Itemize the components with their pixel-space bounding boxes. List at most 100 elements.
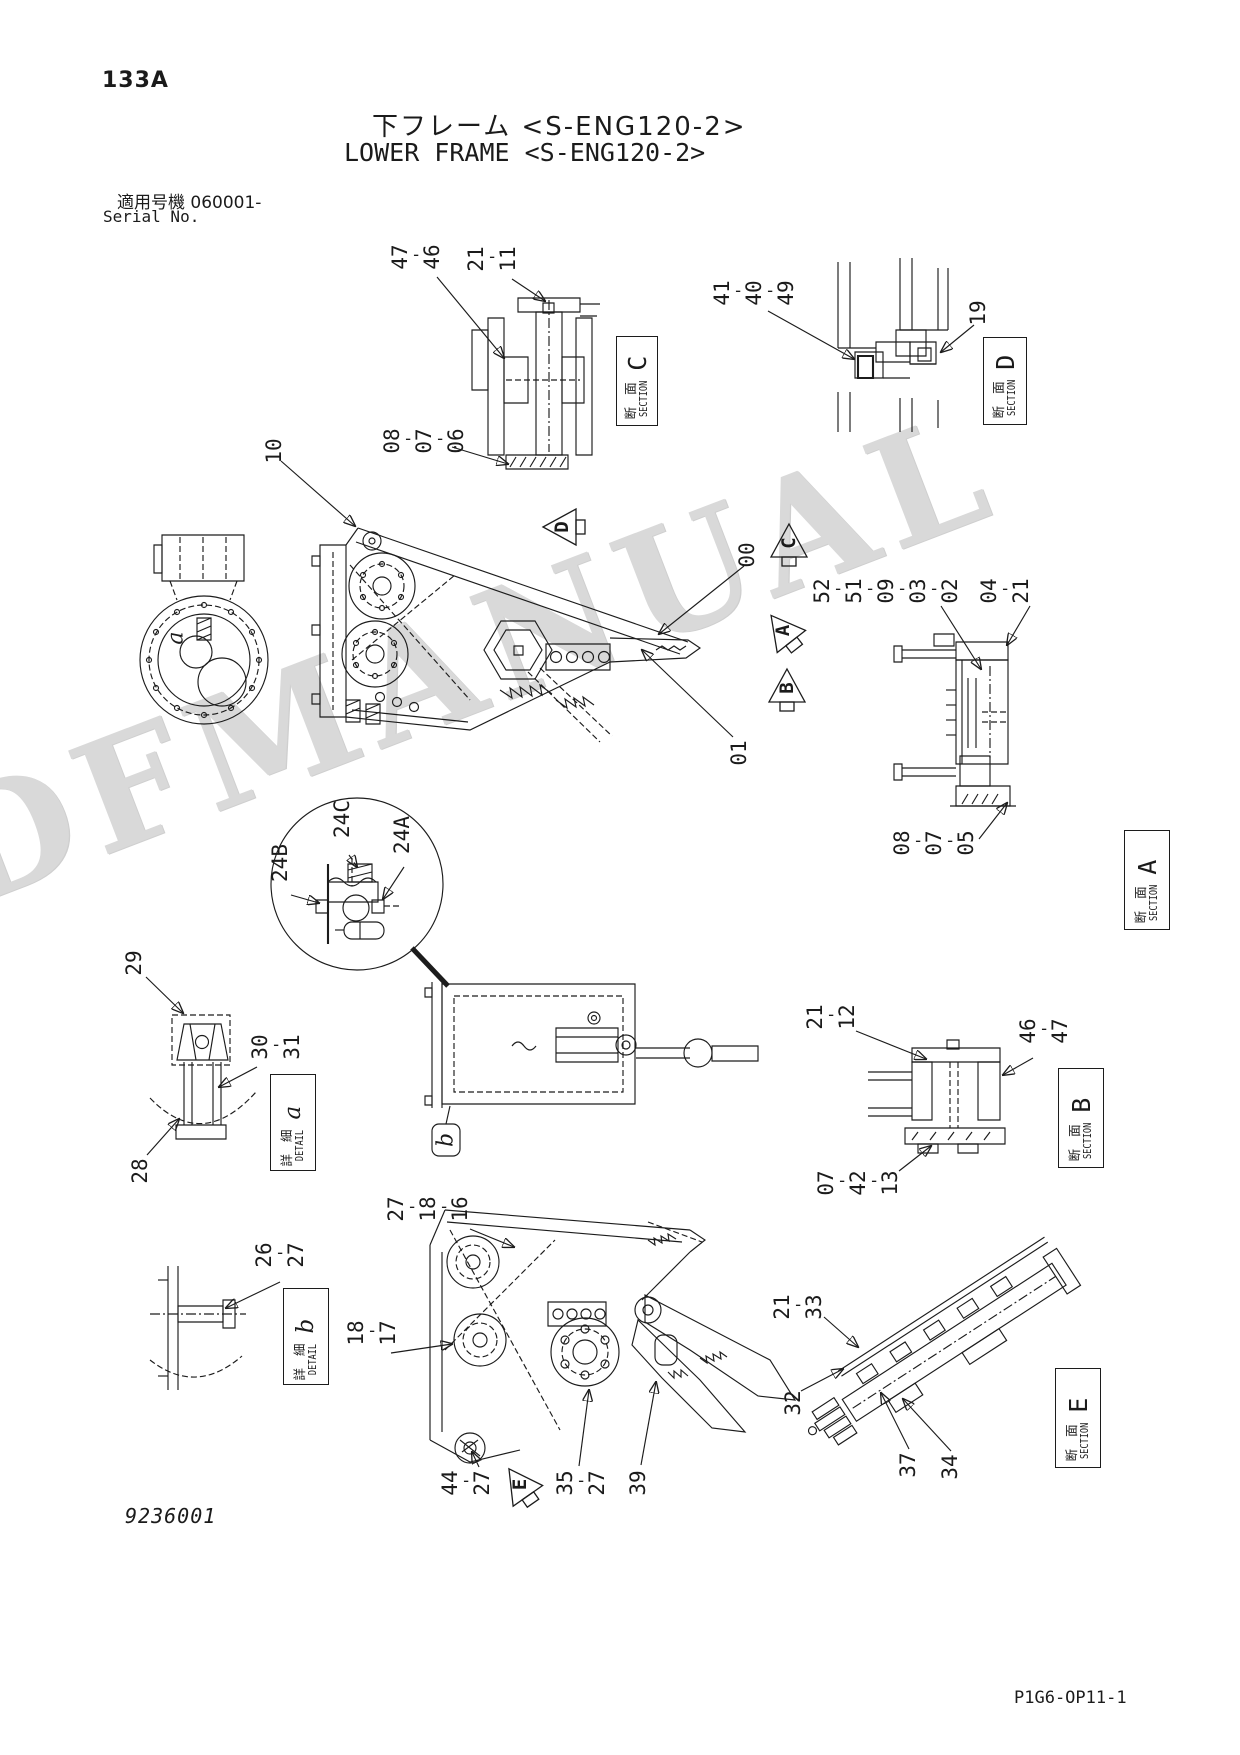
part-number: 27 <box>283 1242 308 1268</box>
detail-b-drawing <box>150 1266 246 1390</box>
callout-19: 19 <box>966 296 990 330</box>
part-number: 33 <box>801 1294 826 1320</box>
callout-27-18-16: 27-18-16 <box>383 1192 472 1226</box>
part-number: 03 <box>905 578 930 604</box>
main-frame-view <box>312 528 700 742</box>
label-english: SECTION <box>638 380 651 418</box>
part-number: 21 <box>769 1294 794 1320</box>
part-number: 28 <box>127 1158 152 1184</box>
view-letter: B <box>1066 1097 1096 1113</box>
part-number: 30 <box>247 1034 272 1060</box>
label-japanese: 詳 細 <box>291 1339 307 1380</box>
callout-21-11: 21-11 <box>463 242 520 276</box>
callout-47-46: 47-46 <box>387 240 444 274</box>
callout-52-51-09-03-02: 52-51-09-03-02 <box>809 574 962 608</box>
label-english: DETAIL <box>307 1343 320 1376</box>
section-a-drawing <box>894 634 1016 806</box>
label-english: SECTION <box>1079 1422 1092 1460</box>
callout-35-27: 35-27 <box>553 1466 609 1500</box>
callout-dash: - <box>435 429 446 449</box>
part-number: 27 <box>383 1196 408 1222</box>
part-number: 42 <box>845 1170 870 1196</box>
view-letter: C <box>622 355 652 371</box>
label-japanese: 断 面 <box>1132 882 1148 924</box>
callout-dash: - <box>793 1295 804 1315</box>
drawing-number: 9236001 <box>125 1504 217 1528</box>
document-number: P1G6-OP11-1 <box>1014 1688 1127 1708</box>
label-japanese: 詳 細 <box>278 1125 294 1166</box>
section-c-drawing <box>472 298 600 469</box>
label-english: SECTION <box>1006 379 1019 417</box>
label-japanese: 断 面 <box>1066 1120 1082 1162</box>
callout-dash: - <box>439 1197 450 1217</box>
part-number: 52 <box>809 578 834 604</box>
callout-21-33: 21-33 <box>769 1290 826 1324</box>
part-number: 27 <box>584 1470 609 1496</box>
part-letter-a: a <box>163 631 189 645</box>
part-number: 10 <box>261 438 286 464</box>
callout-34: 34 <box>937 1450 962 1484</box>
part-number: 07 <box>921 830 946 856</box>
view-arrow-B: B <box>766 666 808 714</box>
callout-dash: - <box>275 1243 286 1263</box>
part-number: 08 <box>379 428 404 454</box>
view-arrow-C: C <box>768 521 810 569</box>
callout-dash: - <box>945 831 956 851</box>
part-number: 16 <box>447 1196 472 1222</box>
part-number: 05 <box>953 830 978 856</box>
callout-01: 01 <box>727 736 751 770</box>
view-letter: b <box>293 1318 319 1334</box>
label-japanese: 断 面 <box>1063 1420 1079 1462</box>
callout-24C: 24C <box>330 800 354 838</box>
callout-dash: - <box>1000 579 1011 599</box>
part-number: 27 <box>469 1470 494 1496</box>
label-english: DETAIL <box>294 1129 307 1162</box>
part-number: 07 <box>411 428 436 454</box>
callout-dash: - <box>765 281 776 301</box>
part-number: 51 <box>841 578 866 604</box>
part-number: 21 <box>463 246 488 272</box>
callout-dash: - <box>367 1321 378 1341</box>
callout-dash: - <box>487 247 498 267</box>
part-number: 09 <box>873 578 898 604</box>
callout-dash: - <box>913 831 924 851</box>
plan-view-b <box>425 982 758 1156</box>
part-number: 18 <box>343 1320 368 1346</box>
callout-28: 28 <box>127 1154 152 1188</box>
callout-10: 10 <box>261 434 286 468</box>
section-e-drawing <box>790 1235 1084 1458</box>
part-number: 24B <box>267 844 292 882</box>
part-number: 17 <box>375 1320 400 1346</box>
callout-37: 37 <box>896 1448 920 1482</box>
page-number: 133A <box>102 68 169 93</box>
callout-32: 32 <box>780 1386 805 1420</box>
callout-18-17: 18-17 <box>343 1316 400 1350</box>
page-title-english: LOWER FRAME <S-ENG120-2> <box>344 138 706 167</box>
part-number: 46 <box>419 244 444 270</box>
callout-dash: - <box>576 1471 587 1491</box>
view-arrow-triangle-icon <box>770 614 807 654</box>
part-number: 47 <box>1047 1018 1072 1044</box>
part-number: 47 <box>387 244 412 270</box>
callout-dash: - <box>271 1035 282 1055</box>
part-number: 32 <box>780 1390 805 1416</box>
serial-number-japanese: 適用号機 060001- <box>117 193 262 213</box>
view-letter: D <box>990 354 1020 370</box>
callout-30-31: 30-31 <box>247 1030 304 1064</box>
view-arrow-A: A <box>753 600 816 664</box>
part-number: 39 <box>625 1470 650 1496</box>
callout-39: 39 <box>625 1466 650 1500</box>
label-japanese: 断 面 <box>990 377 1006 419</box>
view-arrow-E: E <box>490 1454 552 1517</box>
label-japanese: 断 面 <box>622 378 638 420</box>
view-arrow-letter: B <box>776 682 798 694</box>
callout-44-27: 44-27 <box>438 1466 494 1500</box>
part-number: 34 <box>937 1454 962 1480</box>
view-arrow-triangle-icon <box>508 1467 544 1509</box>
